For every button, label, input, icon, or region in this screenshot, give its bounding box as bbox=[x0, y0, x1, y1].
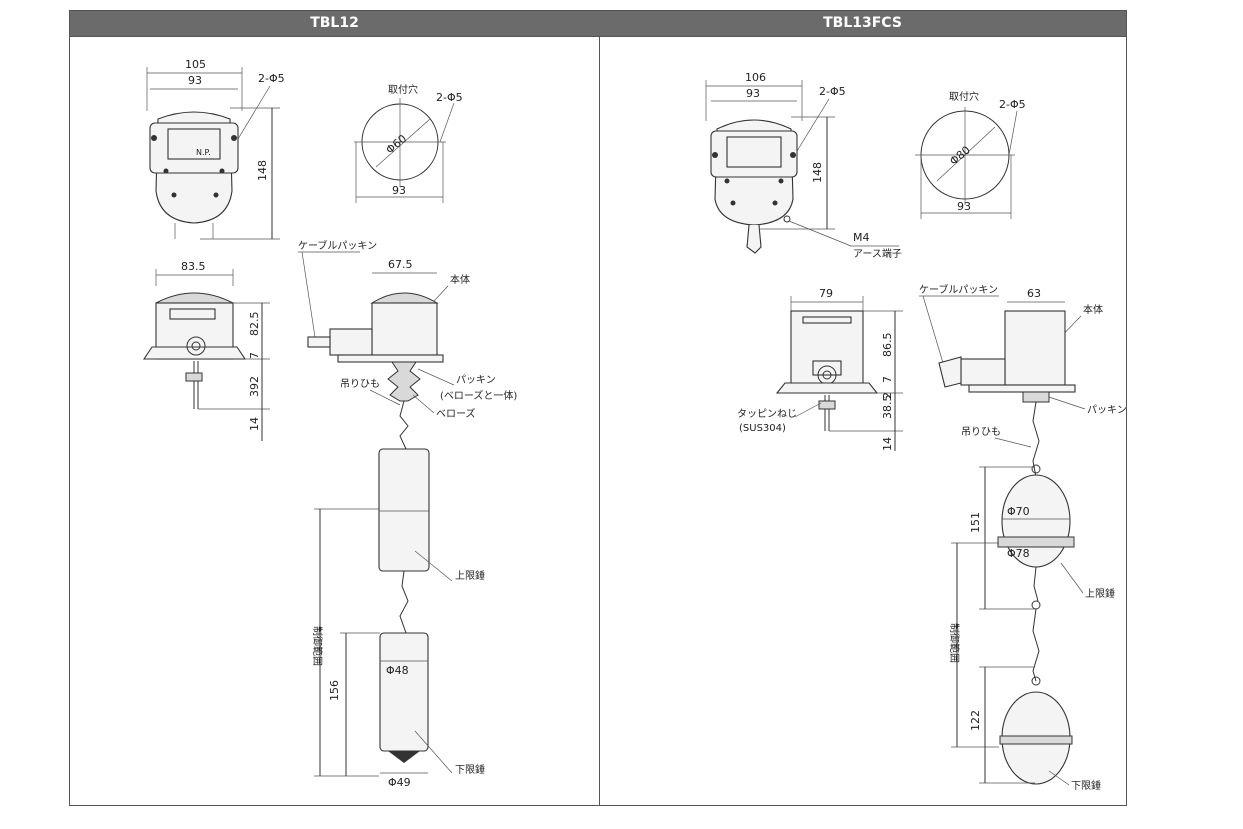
dim-106: 106 bbox=[745, 71, 766, 84]
label-earth: アース端子 bbox=[853, 247, 902, 260]
dim-67-5: 67.5 bbox=[388, 258, 413, 271]
dim-d49: Φ49 bbox=[388, 776, 411, 789]
panel-tbl13fcs: TBL13FCS 106 93 2-Φ5 148 M4 アース端子 bbox=[599, 11, 1126, 805]
dim-105: 105 bbox=[185, 58, 206, 71]
label-cable: ケーブルパッキン bbox=[919, 283, 998, 296]
tbl13fcs-assembly-head bbox=[1004, 310, 1066, 386]
dim-79: 79 bbox=[819, 287, 833, 300]
label-tapping: タッピンねじ bbox=[737, 408, 797, 420]
mount-width: 93 bbox=[392, 184, 406, 197]
tbl13fcs-drawing: 106 93 2-Φ5 148 M4 アース端子 取付穴 2-Φ5 bbox=[705, 71, 1126, 792]
mount-label: 取付穴 bbox=[388, 83, 418, 96]
dim-d48: Φ48 bbox=[386, 664, 409, 677]
mount-hole-label: 2-Φ5 bbox=[436, 91, 463, 104]
panel-tbl12: TBL12 105 93 2-Φ5 N.P. 148 取付穴 2-Φ5 bbox=[70, 11, 600, 805]
dim-14: 14 bbox=[248, 417, 261, 431]
label-upper: 上限錘 bbox=[455, 569, 485, 582]
mount-label: 取付穴 bbox=[949, 90, 979, 103]
label-sus: (SUS304) bbox=[739, 423, 786, 434]
tbl13fcs-flange bbox=[968, 384, 1076, 393]
label-packing: パッキン bbox=[1087, 404, 1126, 416]
np-label: N.P. bbox=[196, 148, 211, 157]
dim-151: 151 bbox=[969, 512, 982, 533]
dim-d78: Φ78 bbox=[1007, 547, 1030, 560]
mount-hole-label: 2-Φ5 bbox=[999, 98, 1026, 111]
dim-14: 14 bbox=[881, 437, 894, 451]
label-cable: ケーブルパッキン bbox=[298, 239, 377, 252]
mount-width: 93 bbox=[957, 200, 971, 213]
dim-38-5: 38.5 bbox=[881, 395, 894, 420]
dim-122: 122 bbox=[969, 710, 982, 731]
panel-title-tbl13fcs: TBL13FCS bbox=[599, 11, 1126, 37]
label-range: 制御範囲 bbox=[311, 626, 324, 666]
lower-weight bbox=[379, 632, 429, 752]
upper-weight bbox=[378, 448, 430, 572]
tbl12-drawing: 105 93 2-Φ5 N.P. 148 取付穴 2-Φ5 Φ60 bbox=[142, 58, 517, 789]
label-hanging: 吊りひも bbox=[340, 378, 380, 390]
dim-7: 7 bbox=[248, 352, 261, 359]
tbl12-assembly-head bbox=[371, 302, 438, 356]
label-body: 本体 bbox=[450, 273, 470, 286]
label-hole: 2-Φ5 bbox=[258, 72, 285, 85]
dim-93: 93 bbox=[746, 87, 760, 100]
dim-63: 63 bbox=[1027, 287, 1041, 300]
dim-39: 39 bbox=[248, 383, 261, 397]
dim-156: 156 bbox=[328, 680, 341, 701]
label-lower: 下限錘 bbox=[1071, 779, 1101, 792]
mount-dia: Φ60 bbox=[383, 132, 409, 157]
label-upper: 上限錘 bbox=[1085, 587, 1115, 600]
dim-7: 7 bbox=[881, 376, 894, 383]
dim-93: 93 bbox=[188, 74, 202, 87]
dim-2: 2 bbox=[881, 392, 894, 399]
label-hole: 2-Φ5 bbox=[819, 85, 846, 98]
dim-83-5: 83.5 bbox=[181, 260, 206, 273]
tbl12-flange bbox=[337, 354, 444, 363]
drawing-sheet: TBL12 105 93 2-Φ5 N.P. 148 取付穴 2-Φ5 bbox=[69, 10, 1127, 806]
label-hanging: 吊りひも bbox=[961, 426, 1001, 438]
label-body: 本体 bbox=[1083, 303, 1103, 316]
panel-title-tbl12: TBL12 bbox=[70, 11, 599, 37]
label-m4: M4 bbox=[853, 231, 870, 244]
mount-dia: Φ80 bbox=[947, 143, 973, 168]
dim-148: 148 bbox=[811, 162, 824, 183]
dim-148: 148 bbox=[256, 160, 269, 181]
label-packing: パッキン bbox=[456, 374, 496, 386]
label-lower: 下限錘 bbox=[455, 763, 485, 776]
label-bellows: ベローズ bbox=[436, 407, 476, 420]
dim-82-5: 82.5 bbox=[248, 312, 261, 337]
dim-86-5: 86.5 bbox=[881, 333, 894, 358]
label-range: 制御範囲 bbox=[948, 623, 961, 663]
label-packing-note: (ベローズと一体) bbox=[440, 389, 517, 402]
dim-2: 2 bbox=[248, 376, 261, 383]
bellows bbox=[387, 361, 421, 402]
dim-d70: Φ70 bbox=[1007, 505, 1030, 518]
tbl13fcs-side-body bbox=[790, 310, 864, 390]
